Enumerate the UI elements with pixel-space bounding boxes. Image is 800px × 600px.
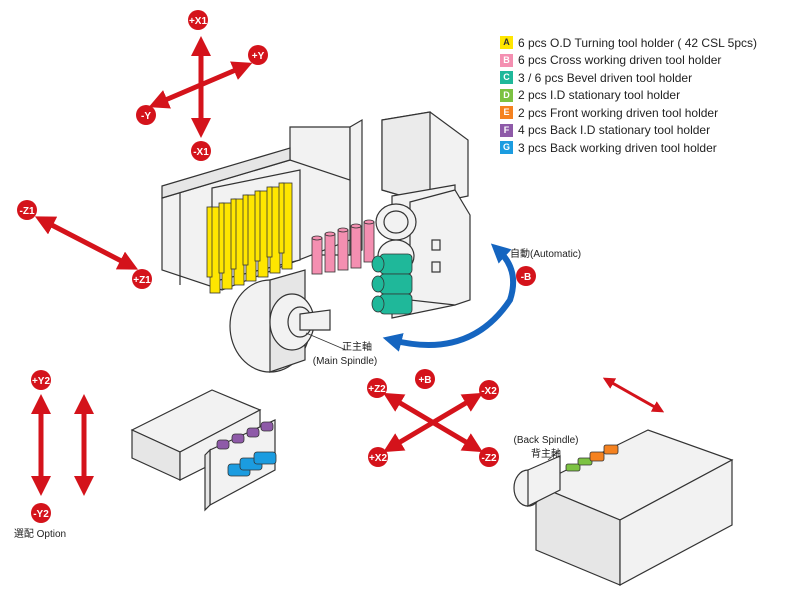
axis-z1-arrow xyxy=(34,216,139,270)
axis-cross-z2-x2 xyxy=(383,392,483,453)
badge-y2-plus: +Y2 xyxy=(31,370,51,390)
svg-text:+Z1: +Z1 xyxy=(133,275,151,286)
legend-key-c: C xyxy=(500,71,513,85)
main-spindle xyxy=(229,269,331,373)
legend-text-d: 2 pcs I.D stationary tool holder xyxy=(518,88,681,103)
badge-b-plus: +B xyxy=(415,369,435,389)
legend-item-c: C 3 / 6 pcs Bevel driven tool holder xyxy=(500,69,757,87)
back-spindle-label-cn: 背主軸 xyxy=(531,447,561,460)
tool-holders-b xyxy=(311,219,375,275)
badge-x2-minus: -X2 xyxy=(479,380,499,400)
svg-text:-X1: -X1 xyxy=(193,147,209,158)
svg-text:+Y2: +Y2 xyxy=(32,376,51,387)
automatic-label: 自動(Automatic) xyxy=(510,247,581,260)
tool-holders-e xyxy=(589,444,619,462)
back-spindle-label-en: (Back Spindle) xyxy=(513,435,578,446)
legend-item-b: B 6 pcs Cross working driven tool holder xyxy=(500,52,757,70)
legend-item-g: G 3 pcs Back working driven tool holder xyxy=(500,139,757,157)
legend-key-a: A xyxy=(500,36,513,50)
badge-x2-plus: +X2 xyxy=(368,447,388,467)
main-spindle-label-en: (Main Spindle) xyxy=(313,356,377,367)
legend-text-a: 6 pcs O.D Turning tool holder ( 42 CSL 5… xyxy=(518,35,758,50)
diagram-labels: 自動(Automatic) 正主軸 (Main Spindle) (Back S… xyxy=(14,247,581,540)
legend-text-f: 4 pcs Back I.D stationary tool holder xyxy=(518,123,711,138)
badge-x1-plus: +X1 xyxy=(188,10,208,30)
svg-text:-B: -B xyxy=(521,272,532,283)
badge-z1-minus: -Z1 xyxy=(17,200,37,220)
badge-y-minus: -Y xyxy=(136,105,156,125)
svg-text:+X1: +X1 xyxy=(189,16,208,27)
legend-text-b: 6 pcs Cross working driven tool holder xyxy=(518,53,722,68)
svg-text:+B: +B xyxy=(418,375,431,386)
badge-y2-minus: -Y2 xyxy=(31,503,51,523)
badge-b-minus: -B xyxy=(516,266,536,286)
svg-text:-X2: -X2 xyxy=(481,386,497,397)
back-spindle-block xyxy=(513,429,734,587)
b-axis-rotation-arrow xyxy=(382,243,516,352)
axis-badges: +X1 +Y -Y -X1 -Z1 +Z1 -B +B +Z2 -X2 +X2 … xyxy=(17,10,536,523)
legend-item-d: D 2 pcs I.D stationary tool holder xyxy=(500,87,757,105)
legend-key-e: E xyxy=(500,106,513,120)
legend-key-f: F xyxy=(500,123,513,137)
svg-text:-Z1: -Z1 xyxy=(20,206,35,217)
tool-holders-a xyxy=(206,182,293,294)
svg-text:+X2: +X2 xyxy=(369,453,388,464)
tool-holders-d xyxy=(565,457,593,472)
svg-text:-Y2: -Y2 xyxy=(33,509,49,520)
svg-text:-Y: -Y xyxy=(141,111,151,122)
leader-lines xyxy=(305,332,561,461)
back-tool-post xyxy=(130,389,276,512)
main-spindle-label-cn: 正主軸 xyxy=(342,340,372,353)
svg-text:+Y: +Y xyxy=(252,51,265,62)
legend-item-a: A 6 pcs O.D Turning tool holder ( 42 CSL … xyxy=(500,34,757,52)
svg-text:-Z2: -Z2 xyxy=(482,453,497,464)
tool-holders-f xyxy=(216,421,274,450)
svg-text:+Z2: +Z2 xyxy=(368,384,386,395)
badge-z2-plus: +Z2 xyxy=(367,378,387,398)
tool-holders-c xyxy=(371,253,413,315)
badge-z2-minus: -Z2 xyxy=(479,447,499,467)
legend-key-b: B xyxy=(500,53,513,67)
axis-y2-arrows xyxy=(31,394,94,496)
legend-text-g: 3 pcs Back working driven tool holder xyxy=(518,140,717,155)
option-label: 選配 Option xyxy=(14,527,66,540)
legend-item-f: F 4 pcs Back I.D stationary tool holder xyxy=(500,122,757,140)
axis-cross-x1-y xyxy=(148,36,253,138)
legend-key-d: D xyxy=(500,88,513,102)
legend-text-e: 2 pcs Front working driven tool holder xyxy=(518,105,719,120)
legend-key-g: G xyxy=(500,141,513,155)
legend-item-e: E 2 pcs Front working driven tool holder xyxy=(500,104,757,122)
badge-x1-minus: -X1 xyxy=(191,141,211,161)
back-spindle-travel-arrow xyxy=(602,377,665,413)
tool-holders-g xyxy=(227,451,277,477)
badge-y-plus: +Y xyxy=(248,45,268,65)
legend-text-c: 3 / 6 pcs Bevel driven tool holder xyxy=(518,70,693,85)
tool-holder-legend: A 6 pcs O.D Turning tool holder ( 42 CSL … xyxy=(500,34,757,157)
badge-z1-plus: +Z1 xyxy=(132,269,152,289)
